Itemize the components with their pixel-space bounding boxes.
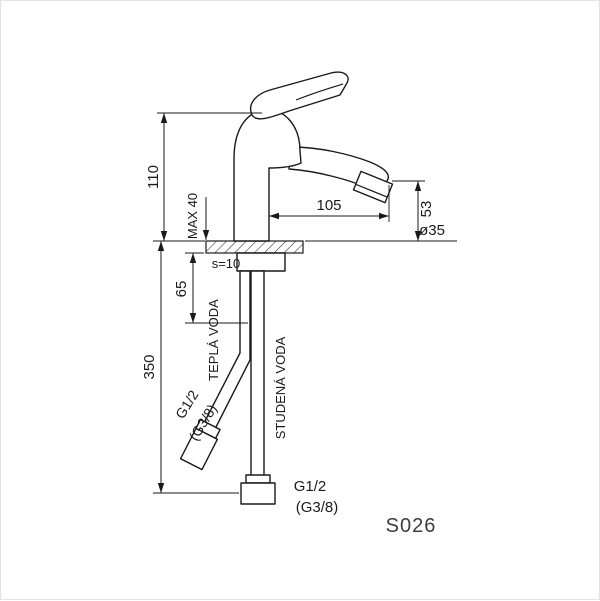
flange-thickness-label-group: s=10 <box>212 256 241 271</box>
bottom-thread-label: G1/2 <box>294 478 327 495</box>
dim-65-label: 65 <box>173 281 190 298</box>
hot-water-label: TEPLÁ VODA <box>206 299 221 381</box>
dim-max40-label: MAX 40 <box>185 193 200 239</box>
hot-hose-fitting <box>179 418 221 471</box>
dim-53-label: 53 <box>418 201 435 218</box>
dimension-350: 350 <box>141 241 239 494</box>
dim-110-label: 110 <box>145 165 162 189</box>
cold-hose-fitting <box>240 474 276 505</box>
dimension-65: 65 <box>173 252 248 324</box>
cold-supply-tube <box>250 270 265 478</box>
dimension-max40: MAX 40 <box>185 193 210 240</box>
dimension-53: 53 <box>392 180 435 241</box>
dimension-105: 105 <box>269 185 390 222</box>
dim-350-label: 350 <box>141 354 158 379</box>
mounting-flange <box>205 240 304 254</box>
faucet-body <box>233 109 302 242</box>
s10-label: s=10 <box>212 256 241 271</box>
faucet-handle <box>250 71 349 120</box>
bottom-thread-alt-label: (G3/8) <box>296 499 339 516</box>
shank-nut <box>236 252 286 272</box>
hole-diameter-label-group: ø35 <box>419 222 445 239</box>
cold-water-label: STUDENÁ VODA <box>273 336 288 439</box>
dim-105-label: 105 <box>316 197 341 214</box>
dia-35-label: ø35 <box>419 222 445 239</box>
product-code: S026 <box>386 515 437 537</box>
dimension-110: 110 <box>145 112 262 242</box>
